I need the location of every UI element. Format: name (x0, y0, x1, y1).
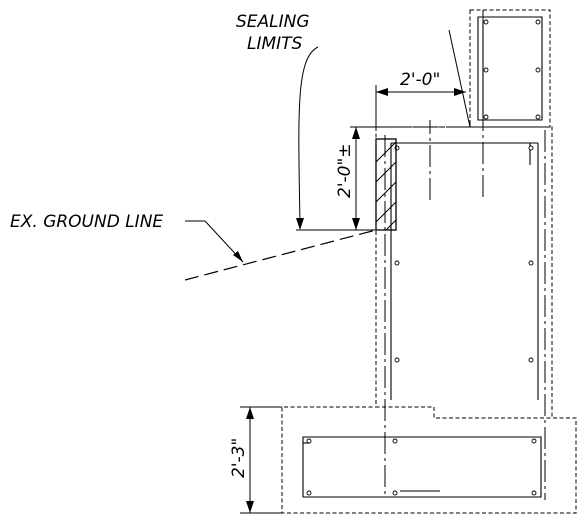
sealing-limits-label-line2: LIMITS (247, 34, 303, 54)
sealing-limits-label-line1: SEALING (236, 12, 310, 32)
horizontal-dimension (375, 85, 466, 127)
vertical-dimension (296, 126, 376, 231)
sealing-zone-hatch (375, 138, 397, 231)
existing-ground-line (184, 220, 377, 281)
footing-dimension (240, 406, 282, 514)
ground-line-label: EX. GROUND LINE (10, 212, 163, 232)
footing-rebar (302, 436, 542, 498)
sealing-limits-leader (296, 29, 471, 230)
wall-stem (281, 126, 577, 514)
horizontal-dimension-label: 2'-0" (400, 70, 440, 90)
vertical-dimension-label: 2'-0"± (335, 143, 355, 198)
footing-dimension-label: 2'-3" (229, 438, 249, 478)
top-cap-block (469, 9, 551, 128)
